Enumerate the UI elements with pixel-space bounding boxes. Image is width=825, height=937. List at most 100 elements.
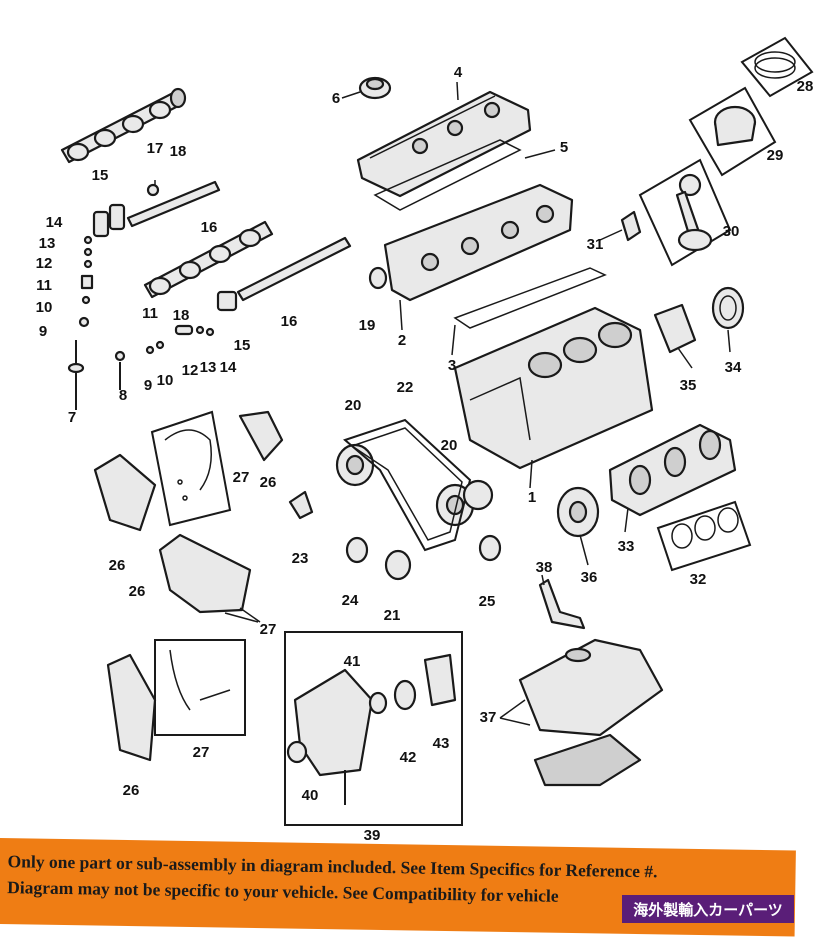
part-label: 23 [292,550,309,567]
part-label: 16 [281,313,298,330]
part-label: 42 [400,749,417,766]
rocker-shaft-upper [126,180,221,228]
timing-cover-bracket [238,410,284,462]
part-label: 35 [680,377,697,394]
part-label: 3 [448,357,456,374]
part-label: 7 [68,409,76,426]
part-label: 9 [144,377,152,394]
crankshaft-pulley [556,486,600,538]
camshaft-seal [368,266,388,290]
gasket-box-upper [150,410,232,527]
part-label: 9 [39,323,47,340]
oil-filler-cap [358,76,392,100]
spacer-24 [345,536,369,564]
engine-exploded-diagram: 1 2 3 4 5 6 7 8 9 9 10 10 11 11 12 12 13… [36,36,814,844]
part-label: 26 [123,782,140,799]
part-label: 1 [528,489,536,506]
part-label: 11 [36,277,52,294]
gear-21 [384,549,412,581]
part-label: 21 [384,607,401,624]
small-washer-17 [146,183,160,197]
rocker-shaft-lower [236,236,352,302]
oil-pan [518,638,664,787]
rocker-arm [108,203,126,231]
part-label: 39 [364,827,381,844]
cylinder-head [383,183,574,302]
part-label: 15 [92,167,109,184]
part-label: 33 [618,538,635,555]
crankshaft [608,423,737,517]
part-label: 43 [433,735,450,752]
part-label: 27 [193,744,210,761]
part-label: 41 [344,653,361,670]
front-cover [106,653,157,762]
part-label: 25 [479,593,496,610]
part-label: 36 [581,569,598,586]
part-label: 6 [332,90,340,107]
timing-cover-rear [158,533,252,614]
part-label: 10 [157,372,174,389]
part-label: 14 [46,214,63,231]
rocker-arm [216,290,238,312]
part-label: 37 [480,709,497,726]
connecting-rod-box [638,158,732,267]
head-gasket [453,267,607,329]
rod-bolt [620,210,642,242]
part-label: 10 [36,299,53,316]
part-label: 20 [441,437,458,454]
gasket-box-lower [154,639,246,736]
part-label: 26 [109,557,126,574]
part-label: 14 [220,359,237,376]
part-label: 24 [342,592,359,609]
part-label: 12 [36,255,53,272]
part-label: 13 [200,359,217,376]
valve-cover [356,90,532,198]
part-label: 26 [260,474,277,491]
part-label: 18 [170,143,187,160]
piston-box [688,86,777,177]
part-label: 12 [182,362,199,379]
shop-badge: 海外製輸入カーパーツ [622,895,794,923]
part-label: 5 [560,139,568,156]
engine-block [453,306,654,470]
part-label: 4 [454,64,463,81]
part-label: 18 [173,307,190,324]
camshaft-upper [60,87,187,164]
part-label: 16 [201,219,218,236]
part-label: 40 [302,787,319,804]
part-label: 19 [359,317,376,334]
camshaft-lower [143,220,274,299]
bushing-25 [478,534,502,562]
rear-main-seal [711,286,745,330]
leader-lines [154,81,731,726]
part-label: 30 [723,223,740,240]
timing-belt [343,418,472,552]
part-label: 13 [39,235,56,252]
part-label: 27 [260,621,277,638]
part-label: 17 [147,140,164,157]
part-label: 2 [398,332,406,349]
part-label: 15 [234,337,251,354]
seal-retainer [653,303,697,354]
oil-strainer-tube [538,578,586,630]
valve-parts-lower [114,324,215,390]
part-label: 29 [767,147,784,164]
part-label: 26 [129,583,146,600]
part-label: 31 [587,236,604,253]
valve-stack [67,235,94,410]
valve-cover-gasket [373,139,522,211]
oil-pump-box [284,631,463,826]
idler-pulley [335,443,375,487]
part-label: 11 [142,305,158,322]
piston-rings-box [740,36,814,98]
belt-tensioner [462,479,494,511]
rocker-arm [92,210,110,238]
part-label: 20 [345,397,362,414]
timing-cover-upper [93,453,157,532]
part-label: 28 [797,78,814,95]
part-label: 38 [536,559,553,576]
bearings-box [656,500,752,572]
part-label: 32 [690,571,707,588]
part-label: 8 [119,387,127,404]
part-label: 22 [397,379,414,396]
